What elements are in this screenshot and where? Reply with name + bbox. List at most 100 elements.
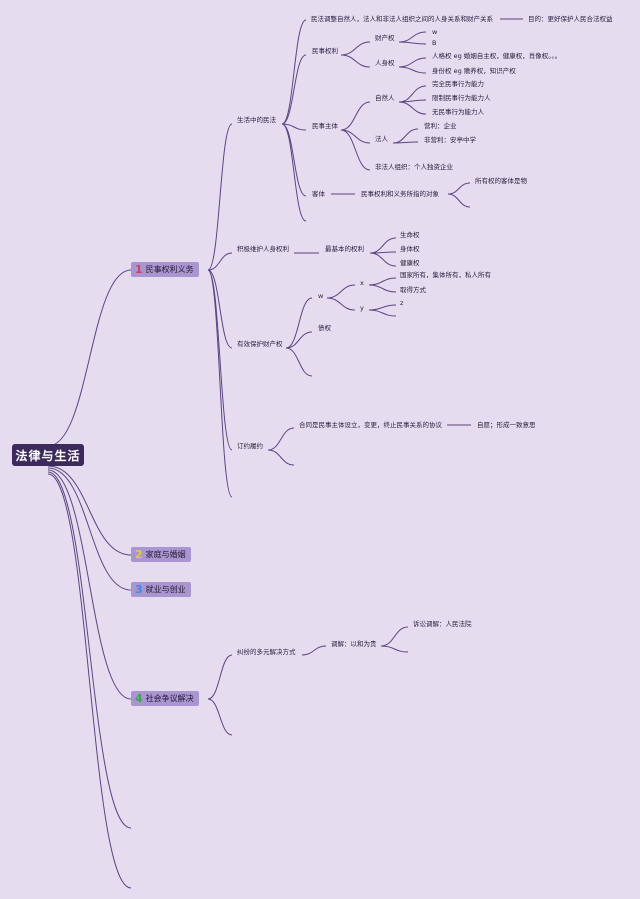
connector-line [207, 123, 233, 271]
node-no-capacity[interactable]: 无民事行为能力人 [432, 108, 484, 116]
connector-line [392, 141, 419, 144]
connector-line [207, 269, 233, 451]
node-limited-capacity[interactable]: 限制民事行为能力人 [432, 94, 491, 102]
connector-line [369, 252, 397, 267]
node-multi-resolution[interactable]: 纠纷的多元解决方式 [237, 648, 296, 656]
node-py[interactable]: y [360, 304, 364, 312]
connector-line [47, 469, 132, 700]
node-civil-rights[interactable]: 民事权利 [312, 47, 338, 55]
connector-line [281, 123, 307, 222]
connector-line [340, 101, 371, 131]
connector-line [340, 54, 371, 68]
node-civil-subject[interactable]: 民事主体 [312, 122, 338, 130]
connector-line [398, 66, 427, 74]
node-mediation[interactable]: 调解：以和为贵 [331, 640, 377, 648]
node-px[interactable]: x [360, 279, 364, 287]
node-b[interactable]: B [432, 39, 437, 47]
connector-line [398, 101, 427, 115]
node-contract-desc[interactable]: 合同是民事主体设立，变更，终止民事关系的协议 [299, 421, 442, 429]
node-protect-personal[interactable]: 积极维护人身权利 [237, 245, 289, 253]
connector-line [47, 269, 132, 447]
root-node[interactable]: 法律与生活 [12, 444, 84, 466]
node-legal-person[interactable]: 法人 [375, 135, 388, 143]
node-litigation-mediation[interactable]: 诉讼调解：人民法院 [413, 620, 472, 628]
connector-line [47, 473, 132, 889]
branch-number: 2 [135, 548, 143, 561]
node-health-right[interactable]: 健康权 [400, 259, 420, 267]
branch-dispute-resolution[interactable]: 4 社会争议解决 [131, 691, 199, 706]
connector-line [380, 645, 409, 653]
connector-line [281, 123, 307, 197]
branch-label: 就业与创业 [145, 585, 186, 594]
connector-line [285, 297, 313, 349]
node-full-capacity[interactable]: 完全民事行为能力 [432, 80, 484, 88]
connector-line [47, 467, 132, 591]
branch-civil-rights[interactable]: 1 民事权利义务 [131, 262, 199, 277]
node-acquire[interactable]: 取得方式 [400, 286, 426, 294]
branch-label: 民事权利义务 [145, 265, 194, 274]
node-personal-right[interactable]: 人身权 [375, 59, 395, 67]
connector-line [207, 654, 233, 700]
connector-line [207, 269, 233, 498]
connector-line [285, 331, 313, 349]
connector-line [281, 19, 307, 125]
connector-line [301, 645, 327, 656]
node-w[interactable]: w [432, 28, 438, 36]
connector-line [267, 427, 295, 451]
branch-employment[interactable]: 3 就业与创业 [131, 582, 191, 597]
branch-label: 家庭与婚姻 [145, 550, 186, 559]
node-identity-right[interactable]: 身份权 eg 赡养权，知识产权 [432, 67, 516, 75]
connector-line [47, 471, 132, 829]
node-consent[interactable]: 自愿；形成一致意思 [477, 421, 536, 429]
connector-line [285, 347, 313, 377]
connector-line [326, 297, 356, 311]
connector-line [47, 465, 132, 556]
connector-line [447, 182, 471, 195]
connector-line [380, 626, 409, 647]
branch-family-marriage[interactable]: 2 家庭与婚姻 [131, 547, 191, 562]
connector-line [398, 31, 427, 43]
node-life-right[interactable]: 生命权 [400, 231, 420, 239]
connector-line [207, 269, 233, 349]
node-object-note[interactable]: 所有权的客体是物 [475, 177, 527, 185]
connector-line [340, 129, 371, 171]
node-body-right[interactable]: 身体权 [400, 245, 420, 253]
connector-line [368, 284, 397, 293]
connector-line [281, 54, 307, 125]
connector-line [368, 309, 397, 317]
connector-line [340, 41, 371, 56]
node-non-profit[interactable]: 非营利：安亭中学 [424, 136, 476, 144]
node-purpose[interactable]: 目的：更好保护人民合法权益 [528, 15, 613, 23]
connector-line [369, 237, 397, 254]
node-pz[interactable]: z [400, 299, 404, 307]
connector-line [368, 277, 397, 286]
node-pw[interactable]: w [318, 292, 324, 300]
branch-number: 4 [135, 692, 143, 705]
connector-line [326, 284, 356, 299]
node-for-profit[interactable]: 营利：企业 [424, 122, 457, 130]
node-contract[interactable]: 订约履约 [237, 442, 263, 450]
branch-number: 3 [135, 583, 143, 596]
branch-label: 社会争议解决 [145, 694, 194, 703]
connector-line [398, 57, 427, 68]
node-ownership[interactable]: 国家所有，集体所有，私人所有 [400, 271, 491, 279]
node-object-desc[interactable]: 民事权利和义务所指的对象 [361, 190, 439, 198]
connector-line [392, 128, 419, 144]
node-personality-right[interactable]: 人格权 eg 婚姻自主权，健康权，肖像权。。。 [432, 52, 562, 60]
connector-line [267, 449, 295, 466]
node-natural-person[interactable]: 自然人 [375, 94, 395, 102]
node-property-right[interactable]: 财产权 [375, 34, 395, 42]
node-life-civil-law[interactable]: 生活中的民法 [237, 116, 276, 124]
node-unincorporated[interactable]: 非法人组织：个人独资企业 [375, 163, 453, 171]
connector-line [398, 41, 427, 45]
node-basic-right[interactable]: 最基本的权利 [325, 245, 364, 253]
branch-number: 1 [135, 263, 143, 276]
connector-line [207, 252, 233, 271]
connector-line [207, 698, 233, 736]
node-creditor[interactable]: 债权 [318, 324, 331, 332]
node-object[interactable]: 客体 [312, 190, 325, 198]
node-protect-property[interactable]: 有效保护财产权 [237, 340, 283, 348]
node-civil-law-adjust[interactable]: 民法调整自然人，法人和非法人组织之间的人身关系和财产关系 [311, 15, 493, 23]
connector-line [368, 304, 397, 311]
